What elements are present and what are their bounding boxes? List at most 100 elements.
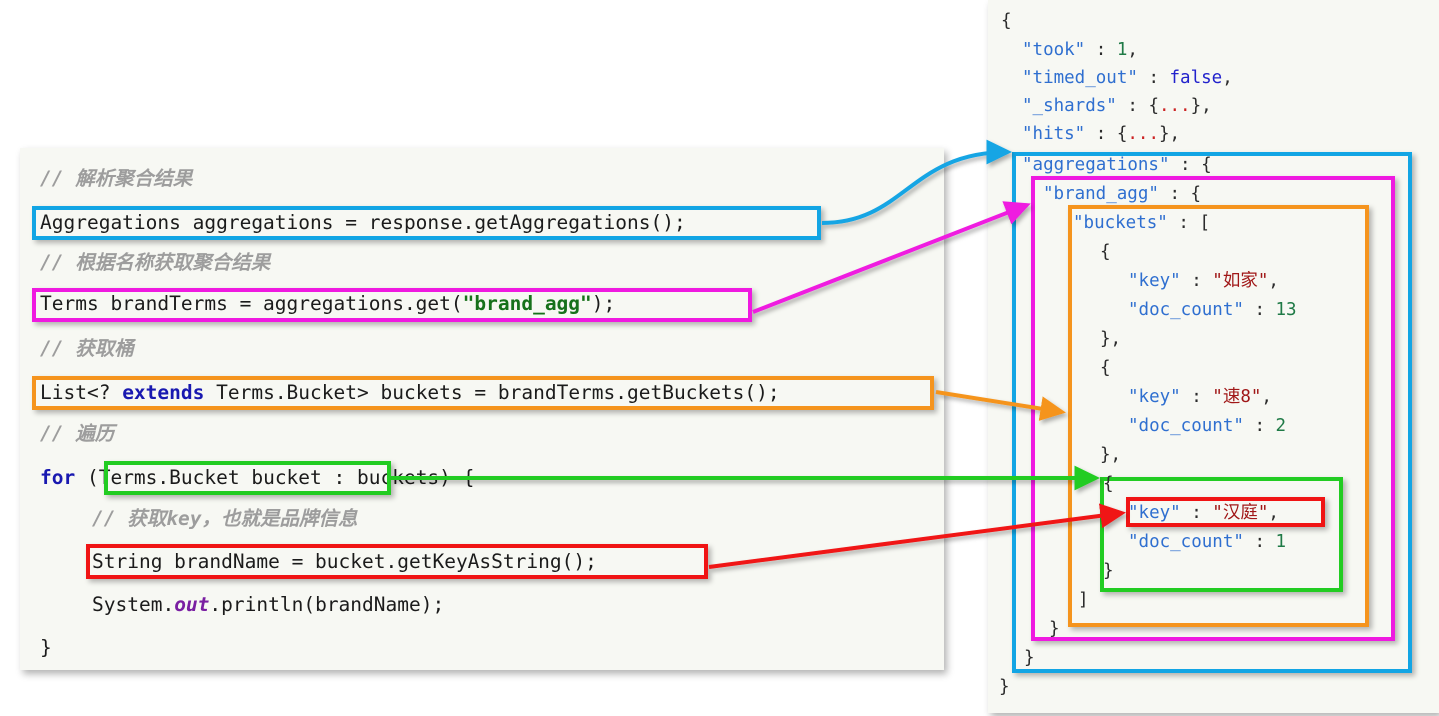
json-comma: , xyxy=(1169,124,1181,144)
code-frag-for-body: (Terms.Bucket bucket : buckets) { xyxy=(75,466,475,489)
json-value-doc-count-2: 2 xyxy=(1275,416,1287,436)
json-line-shards: "_shards" : {...}, xyxy=(1022,96,1212,116)
code-comment-get-bucket: // 获取桶 xyxy=(40,337,134,360)
json-sep: : xyxy=(1167,213,1200,233)
json-sep: : xyxy=(1243,532,1276,552)
json-token-brace: } xyxy=(999,677,1010,697)
code-line-get-aggregations: Aggregations aggregations = response.get… xyxy=(40,211,686,234)
code-line-get-buckets: List<? extends Terms.Bucket> buckets = b… xyxy=(40,382,780,404)
json-token-brace: } xyxy=(1049,619,1060,639)
json-line-bucket2-key: "key" : "速8", xyxy=(1128,387,1272,407)
json-line-bucket3-close: } xyxy=(1103,561,1114,581)
json-line-aggregations-close: } xyxy=(1024,648,1035,668)
json-sep: : xyxy=(1158,184,1191,204)
json-line-aggregations: "aggregations" : { xyxy=(1022,155,1212,175)
json-token-brace: } xyxy=(1103,561,1114,581)
json-value-hits-collapsed: {...} xyxy=(1116,124,1170,144)
code-comment-iterate: // 遍历 xyxy=(40,422,115,445)
json-token-brace: { xyxy=(1103,474,1114,494)
code-frag-for-keyword: for xyxy=(40,466,76,489)
json-value-timed-out: false xyxy=(1169,68,1223,88)
json-line-bucket1-doccount: "doc_count" : 13 xyxy=(1128,300,1297,320)
code-frag-terms-get: Terms brandTerms = aggregations.get( xyxy=(40,292,463,315)
json-sep: : xyxy=(1085,40,1117,60)
json-line-bucket2-open: { xyxy=(1100,358,1111,378)
json-line-root-close: } xyxy=(999,677,1010,697)
json-token-brace: }, xyxy=(1100,329,1122,349)
json-value-shards-collapsed: {...} xyxy=(1148,96,1202,116)
json-value-key-su8: "速8" xyxy=(1212,387,1262,407)
code-line-get-brand-terms: Terms brandTerms = aggregations.get("bra… xyxy=(40,293,615,315)
json-line-bucket3-open: { xyxy=(1103,474,1114,494)
json-key-key: "key" xyxy=(1128,503,1181,523)
json-key-doc-count: "doc_count" xyxy=(1128,532,1244,552)
json-value-took: 1 xyxy=(1116,40,1128,60)
json-sep: : xyxy=(1180,503,1213,523)
json-sep: : xyxy=(1180,387,1213,407)
code-frag-system: System. xyxy=(92,593,175,616)
json-comma: , xyxy=(1268,271,1279,291)
json-open-bracket: [ xyxy=(1199,213,1210,233)
json-key-aggregations: "aggregations" xyxy=(1022,155,1170,175)
json-line-bucket1-close: }, xyxy=(1100,329,1121,349)
json-key-shards: "_shards" xyxy=(1022,96,1117,116)
json-token-brace: { xyxy=(1100,358,1111,378)
json-key-key: "key" xyxy=(1128,271,1181,291)
json-sep: : xyxy=(1243,416,1276,436)
code-frag-println: .println(brandName); xyxy=(209,593,445,616)
json-key-buckets: "buckets" xyxy=(1073,213,1168,233)
json-token-brace: { xyxy=(1100,242,1111,262)
code-line-close-brace: } xyxy=(40,636,52,659)
code-frag-out-field: out xyxy=(174,593,210,616)
json-key-brand-agg: "brand_agg" xyxy=(1043,184,1159,204)
code-comment-parse-agg-result: // 解析聚合结果 xyxy=(40,167,193,190)
code-line-get-key-as-string: String brandName = bucket.getKeyAsString… xyxy=(92,550,597,573)
json-key-key: "key" xyxy=(1128,387,1181,407)
json-line-buckets-close: ] xyxy=(1078,590,1089,610)
json-sep: : xyxy=(1169,155,1202,175)
json-key-doc-count: "doc_count" xyxy=(1128,416,1244,436)
json-token-brace: } xyxy=(1024,648,1035,668)
code-frag-extends-keyword: extends xyxy=(122,381,205,404)
json-comma: , xyxy=(1222,68,1233,88)
json-line-bucket3-doccount: "doc_count" : 1 xyxy=(1128,532,1286,552)
json-open-brace: { xyxy=(1190,184,1202,204)
json-value-doc-count-13: 13 xyxy=(1275,300,1297,320)
json-line-bucket1-key: "key" : "如家", xyxy=(1128,271,1279,291)
json-value-key-rujia: "如家" xyxy=(1212,271,1269,291)
json-line-bucket1-open: { xyxy=(1100,242,1111,262)
code-comment-get-key: // 获取key，也就是品牌信息 xyxy=(92,507,358,530)
json-key-took: "took" xyxy=(1022,40,1086,60)
json-response-panel xyxy=(988,0,1439,713)
json-comma: , xyxy=(1201,96,1212,116)
json-sep: : xyxy=(1137,68,1170,88)
json-open-brace: { xyxy=(1201,155,1212,175)
json-key-hits: "hits" xyxy=(1022,124,1086,144)
json-value-key-hanting: "汉庭" xyxy=(1212,503,1269,523)
json-line-bucket3-key: "key" : "汉庭", xyxy=(1128,503,1279,523)
json-line-hits: "hits" : {...}, xyxy=(1022,124,1180,144)
code-frag-brand-agg-literal: "brand_agg" xyxy=(462,292,592,315)
json-line-brand-agg-close: } xyxy=(1049,619,1060,639)
json-line-timed-out: "timed_out" : false, xyxy=(1022,68,1233,88)
json-comma: , xyxy=(1127,40,1138,60)
json-value-doc-count-1: 1 xyxy=(1275,532,1287,552)
json-key-timed-out: "timed_out" xyxy=(1022,68,1138,88)
code-comment-get-agg-by-name: // 根据名称获取聚合结果 xyxy=(40,251,271,274)
json-comma: , xyxy=(1261,387,1272,407)
json-line-bucket2-doccount: "doc_count" : 2 xyxy=(1128,416,1286,436)
code-line-for-loop: for (Terms.Bucket bucket : buckets) { xyxy=(40,467,474,489)
json-line-bucket2-close: }, xyxy=(1100,445,1121,465)
json-sep: : xyxy=(1085,124,1117,144)
json-line-brand-agg: "brand_agg" : { xyxy=(1043,184,1201,204)
json-comma: , xyxy=(1268,503,1279,523)
json-sep: : xyxy=(1116,96,1149,116)
json-token-brace: { xyxy=(1001,11,1012,31)
code-line-println: System.out.println(brandName); xyxy=(92,594,444,616)
code-frag-bucket-getbuckets: Terms.Bucket> buckets = brandTerms.getBu… xyxy=(204,381,780,404)
json-sep: : xyxy=(1243,300,1276,320)
json-line-buckets: "buckets" : [ xyxy=(1073,213,1210,233)
json-line-root-open: { xyxy=(1001,11,1012,31)
code-frag-list-wildcard: List<? xyxy=(40,381,123,404)
json-token-bracket: ] xyxy=(1078,590,1089,610)
